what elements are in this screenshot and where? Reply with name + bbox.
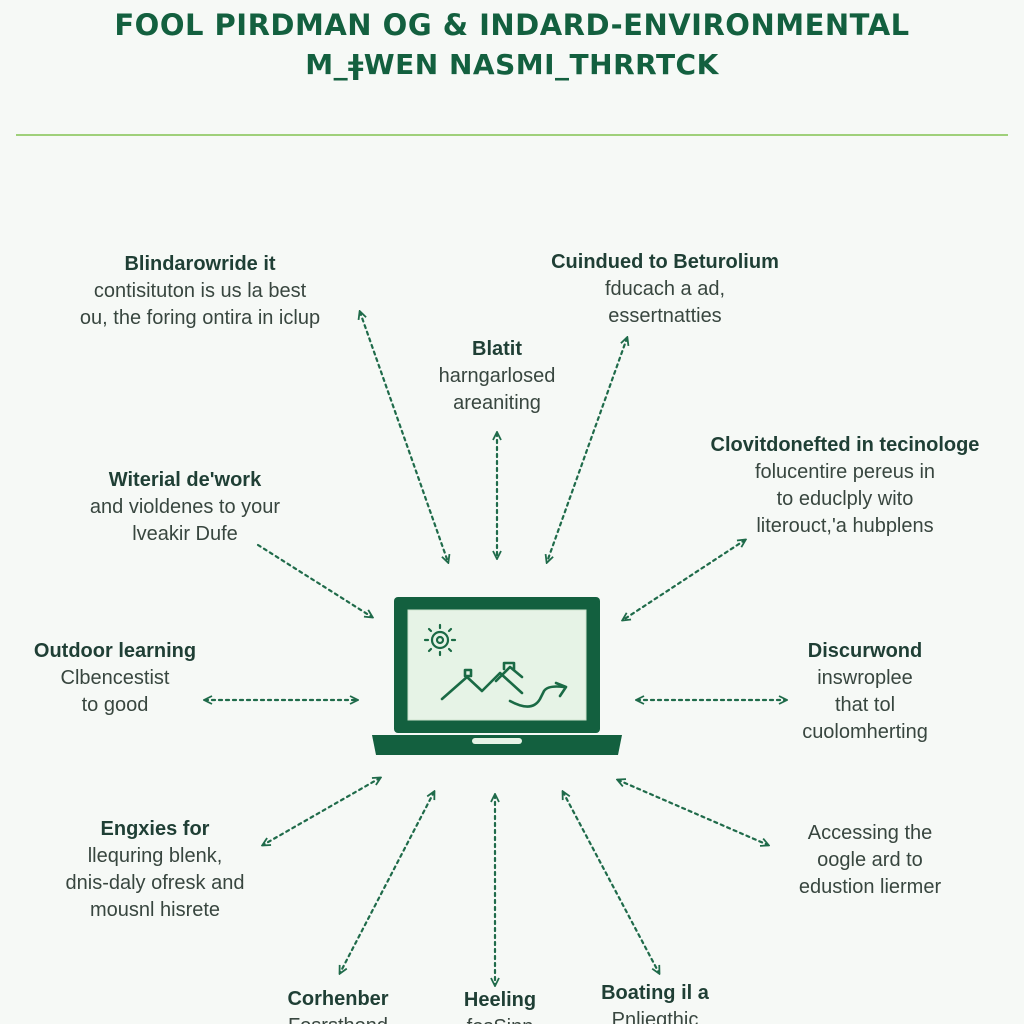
mountain-icon [440, 661, 524, 701]
page-title-line-1: FOOL PIRDMAN OG & INDARD-ENVIRONMENTAL [114, 8, 910, 42]
arrow-lower-right [618, 780, 768, 845]
node-line: cuolomherting [802, 721, 928, 743]
node-line: to good [81, 694, 149, 716]
node-line: llequring blenk, [87, 845, 223, 867]
node-mid-left: Outdoor learning Clbencestist to good [20, 638, 210, 719]
node-line: Fosrsthond [258, 1013, 418, 1024]
node-line: mousnl hisrete [89, 899, 221, 921]
node-heading: Cuindued to Beturolium [551, 251, 779, 273]
node-heading: Engxies for [100, 818, 210, 840]
node-heading: Corhenber [287, 988, 389, 1010]
node-line: dnis-daly ofresk and [65, 872, 245, 894]
node-line: fosSinn [430, 1014, 570, 1024]
node-line: to educlply wito [776, 488, 914, 510]
header-divider [16, 134, 1008, 136]
node-heading: Heeling [463, 989, 537, 1011]
node-line: ou, the foring ontira in iclup [79, 307, 321, 329]
arrow-bottom-right [563, 792, 659, 973]
node-heading: Blindarowride it [124, 253, 276, 275]
node-line: Clbencestist [60, 667, 170, 689]
node-mid-upper-left: Witerial de'work and violdenes to your l… [60, 467, 310, 548]
node-heading: Discurwond [807, 640, 923, 662]
page-title-line-2: M_ǂWEN NASMI_THRRTCK [305, 48, 719, 81]
arrow-top-right [547, 338, 627, 562]
node-line: fducach a ad, [604, 278, 726, 300]
node-line: inswroplee [817, 667, 913, 689]
node-heading: Outdoor learning [33, 640, 197, 662]
node-line: edustion liermer [798, 876, 942, 898]
arrow-lower-left [263, 778, 380, 845]
node-heading: Clovitdonefted in tecinologe [710, 434, 980, 456]
node-heading: Boating il a [601, 982, 709, 1004]
node-mid-upper-right: Clovitdonefted in tecinologe folucentire… [690, 432, 1000, 540]
node-top-center: Blatit harngarlosed areaniting [392, 336, 602, 417]
node-mid-right: Discurwond inswroplee that tol cuolomher… [770, 638, 960, 746]
trend-arrow-icon [508, 681, 568, 708]
node-line: that tol [834, 694, 896, 716]
arrow-bottom-left [340, 792, 434, 973]
node-line: Accessing the [807, 822, 933, 844]
node-bottom-center: Heeling fosSinn [430, 987, 570, 1024]
node-line: folucentire pereus in [754, 461, 936, 483]
node-line: oogle ard to [817, 849, 923, 871]
laptop-icon [372, 597, 622, 757]
node-bottom-left: Corhenber Fosrsthond [258, 986, 418, 1024]
node-line: and violdenes to your [89, 496, 281, 518]
node-top-left: Blindarowride it contisituton is us la b… [40, 251, 360, 332]
node-line: lveakir Dufe [132, 523, 238, 545]
node-lower-left: Engxies for llequring blenk, dnis-daly o… [30, 816, 280, 924]
node-line: areaniting [453, 392, 541, 414]
node-line: contisituton is us la best [93, 280, 307, 302]
node-line: essertnatties [608, 305, 722, 327]
arrow-top-left [360, 312, 448, 562]
arrow-mid-upper-right [623, 540, 745, 620]
node-line: harngarlosed [438, 365, 556, 387]
arrow-mid-upper-left [256, 543, 372, 617]
node-bottom-right: Boating il a Pnliegthic [575, 980, 735, 1024]
node-line: Pnliegthic [611, 1009, 699, 1024]
node-line: literouct,'a hubplens [756, 515, 934, 537]
node-lower-right: Accessing the oogle ard to edustion lier… [760, 820, 980, 901]
sun-icon [423, 623, 457, 657]
node-heading: Witerial de'work [108, 469, 262, 491]
node-top-right: Cuindued to Beturolium fducach a ad, ess… [520, 249, 810, 330]
node-heading: Blatit [472, 338, 522, 360]
